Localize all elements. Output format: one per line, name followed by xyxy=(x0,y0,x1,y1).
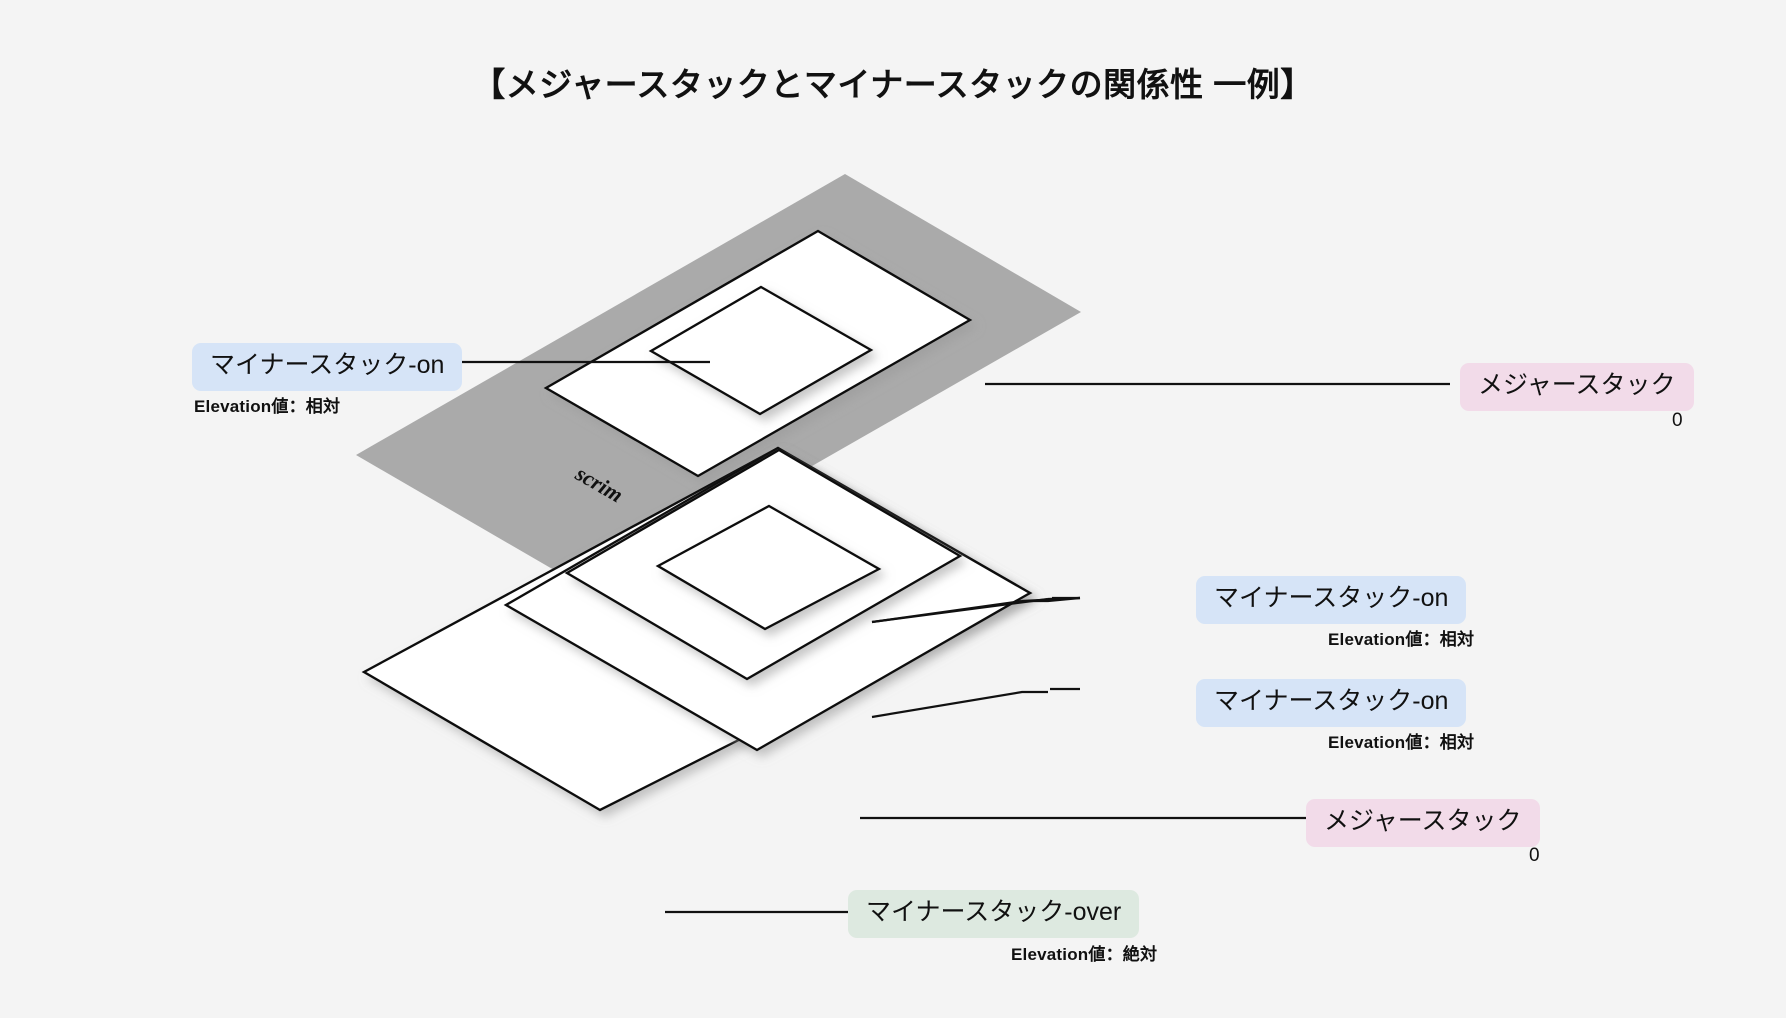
sublabel-minor-stack-on-top-left: Elevation値：相対 xyxy=(194,397,341,416)
upper-minor-stack-on-surface xyxy=(648,285,874,416)
callout-major-stack-top-right[interactable]: メジャースタック xyxy=(1460,363,1694,411)
value-major-stack-bottom-right: 0 xyxy=(1529,845,1540,866)
callout-minor-stack-on-middle-right[interactable]: マイナースタック-on xyxy=(1196,576,1467,624)
sublabel-minor-stack-on-lower-right: Elevation値：相対 xyxy=(1328,733,1475,752)
leader-line-minor-on-middle-right-seg xyxy=(871,599,1023,624)
callout-minor-stack-on-top-left[interactable]: マイナースタック-on xyxy=(192,343,463,391)
callout-major-stack-bottom-right[interactable]: メジャースタック xyxy=(1306,799,1540,847)
leader-lines xyxy=(412,360,1450,914)
page-title: 【メジャースタックとマイナースタックの関係性 一例】 xyxy=(472,66,1314,103)
leader-line-minor-on-lower-right xyxy=(871,690,1048,719)
sublabel-minor-stack-over-bottom: Elevation値：絶対 xyxy=(1011,945,1158,964)
sublabel-minor-stack-on-middle-right: Elevation値：相対 xyxy=(1328,630,1475,649)
callout-minor-stack-over-bottom[interactable]: マイナースタック-over xyxy=(848,890,1140,938)
value-major-stack-top-right: 0 xyxy=(1672,410,1683,431)
callout-minor-stack-on-lower-right[interactable]: マイナースタック-on xyxy=(1196,679,1467,727)
lower-minor-stack-on-inner-surface xyxy=(655,504,882,631)
